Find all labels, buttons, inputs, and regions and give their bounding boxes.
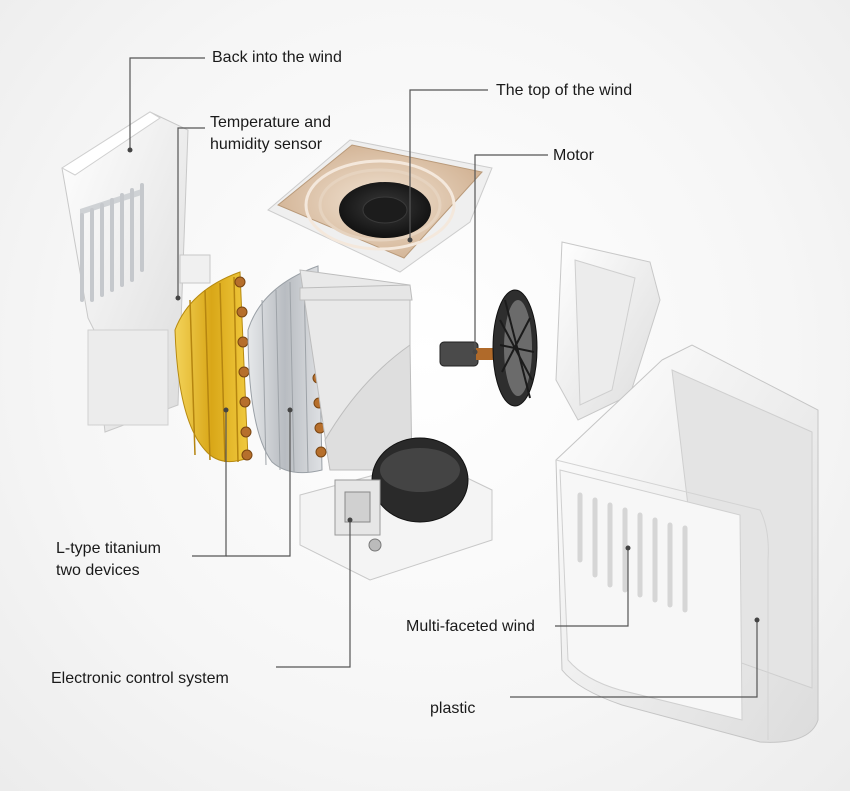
label-motor: Motor: [553, 147, 594, 164]
label-ltype-line2: two devices: [56, 562, 140, 579]
label-sensor-line2: humidity sensor: [210, 136, 323, 153]
line-motor: [474, 154, 548, 352]
chassis: [299, 269, 493, 581]
front-body: [555, 344, 819, 743]
label-electronic: Electronic control system: [51, 670, 229, 687]
line-sensor: [177, 127, 205, 298]
line-electronic: [276, 520, 351, 668]
line-top-wind: [409, 89, 488, 240]
line-multi-wind: [555, 548, 629, 627]
label-plastic: plastic: [430, 700, 476, 717]
back-panel: [61, 111, 211, 433]
leader-lines: [129, 57, 758, 698]
gold-coil: [174, 271, 253, 463]
label-back-wind: Back into the wind: [212, 49, 342, 66]
top-cover: [267, 139, 493, 301]
line-plastic: [510, 620, 758, 698]
silver-coil: [247, 265, 327, 474]
fan-wheel: [492, 289, 538, 407]
motor: [439, 341, 494, 367]
side-panel: [555, 241, 661, 421]
label-multi-wind: Multi-faceted wind: [406, 618, 535, 635]
label-top-wind: The top of the wind: [496, 82, 633, 99]
label-sensor-line1: Temperature and: [210, 114, 331, 131]
label-ltype-line1: L-type titanium: [56, 540, 161, 557]
line-ltype-2: [226, 410, 291, 557]
line-back-wind: [129, 57, 205, 150]
